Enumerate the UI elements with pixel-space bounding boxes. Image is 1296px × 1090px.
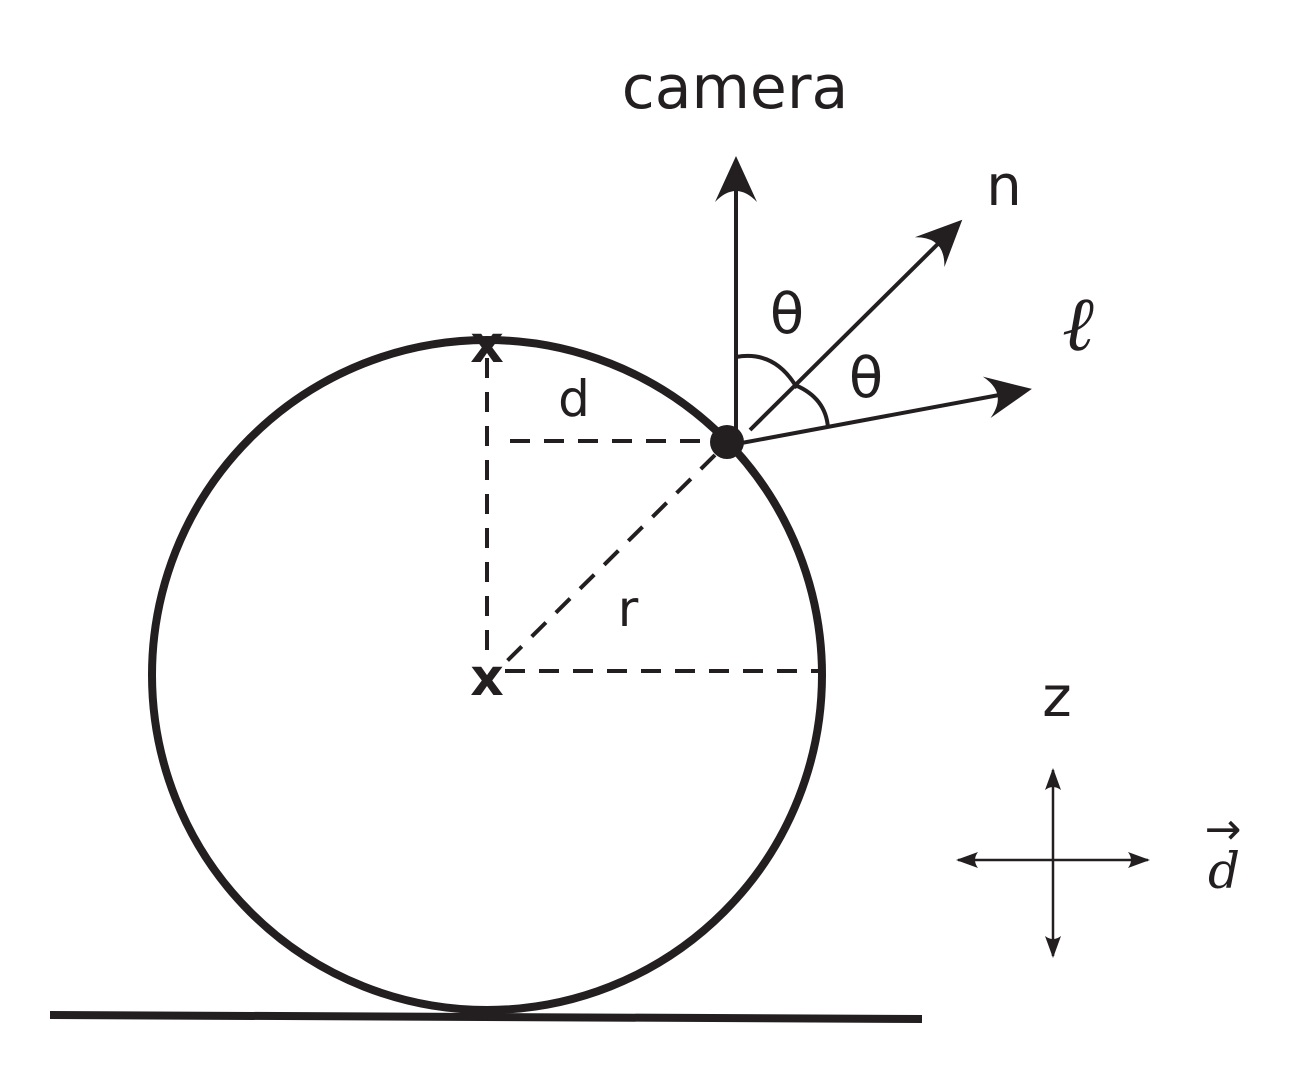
construction-lines: [485, 358, 822, 673]
theta-label-upper: θ: [770, 282, 804, 347]
light-vector: [735, 376, 1032, 446]
ground-line: [49, 1011, 923, 1023]
distance-label: d: [558, 370, 590, 428]
light-label: ℓ: [1062, 279, 1094, 368]
theta-label-lower: θ: [849, 346, 883, 411]
axis-legend: z → d: [956, 665, 1242, 958]
radius-label: r: [618, 580, 639, 638]
axis-d-arrow: →: [1205, 804, 1242, 855]
angle-arc-normal-light: [794, 383, 830, 429]
normal-label: n: [986, 154, 1022, 219]
top-marker: x: [470, 315, 504, 375]
axis-z-label: z: [1042, 665, 1071, 730]
camera-label: camera: [622, 53, 849, 123]
axis-d-label: d: [1208, 842, 1240, 900]
sphere-outline: [148, 336, 826, 1014]
center-marker: x: [470, 648, 504, 708]
angle-arc-camera-normal: [735, 354, 799, 390]
surface-point: [710, 425, 744, 459]
normal-vector: [748, 219, 963, 432]
radius-dashed-line: [498, 453, 717, 670]
